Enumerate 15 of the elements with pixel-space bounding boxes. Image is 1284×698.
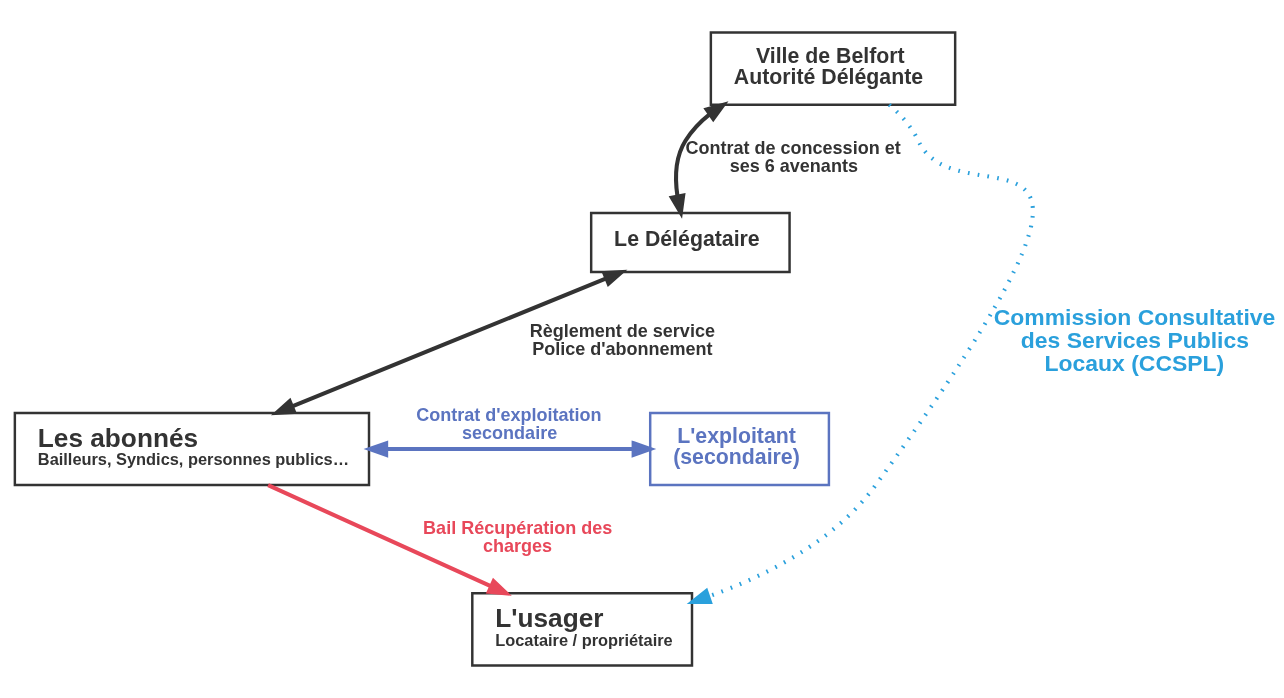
edge-label: Contrat de concession et ses 6 avenants: [685, 137, 901, 176]
edge-label: Contrat d'exploitation secondaire: [416, 404, 602, 443]
node-box: Le Délégataire: [589, 211, 791, 274]
edge-label: Bail Récupération des charges: [423, 517, 613, 556]
node-box: L'exploitant (secondaire): [648, 411, 831, 487]
arrow: [686, 103, 1035, 605]
node-box: Ville de Belfort Autorité Délégante: [709, 31, 957, 106]
arrow: [270, 269, 628, 416]
edge-label: Commission Consultative des Services Publics Locaux (CCSPL): [993, 303, 1276, 376]
node-box: L'usager Locataire / propriétaire: [471, 592, 694, 667]
arrow: [668, 101, 729, 219]
arrow: [363, 440, 657, 458]
node-box: Les abonnés Bailleurs, Syndics, personnes publics…: [13, 411, 371, 487]
edge-label: Règlement de service Police d'abonnement: [529, 321, 715, 360]
arrow: [267, 483, 512, 596]
